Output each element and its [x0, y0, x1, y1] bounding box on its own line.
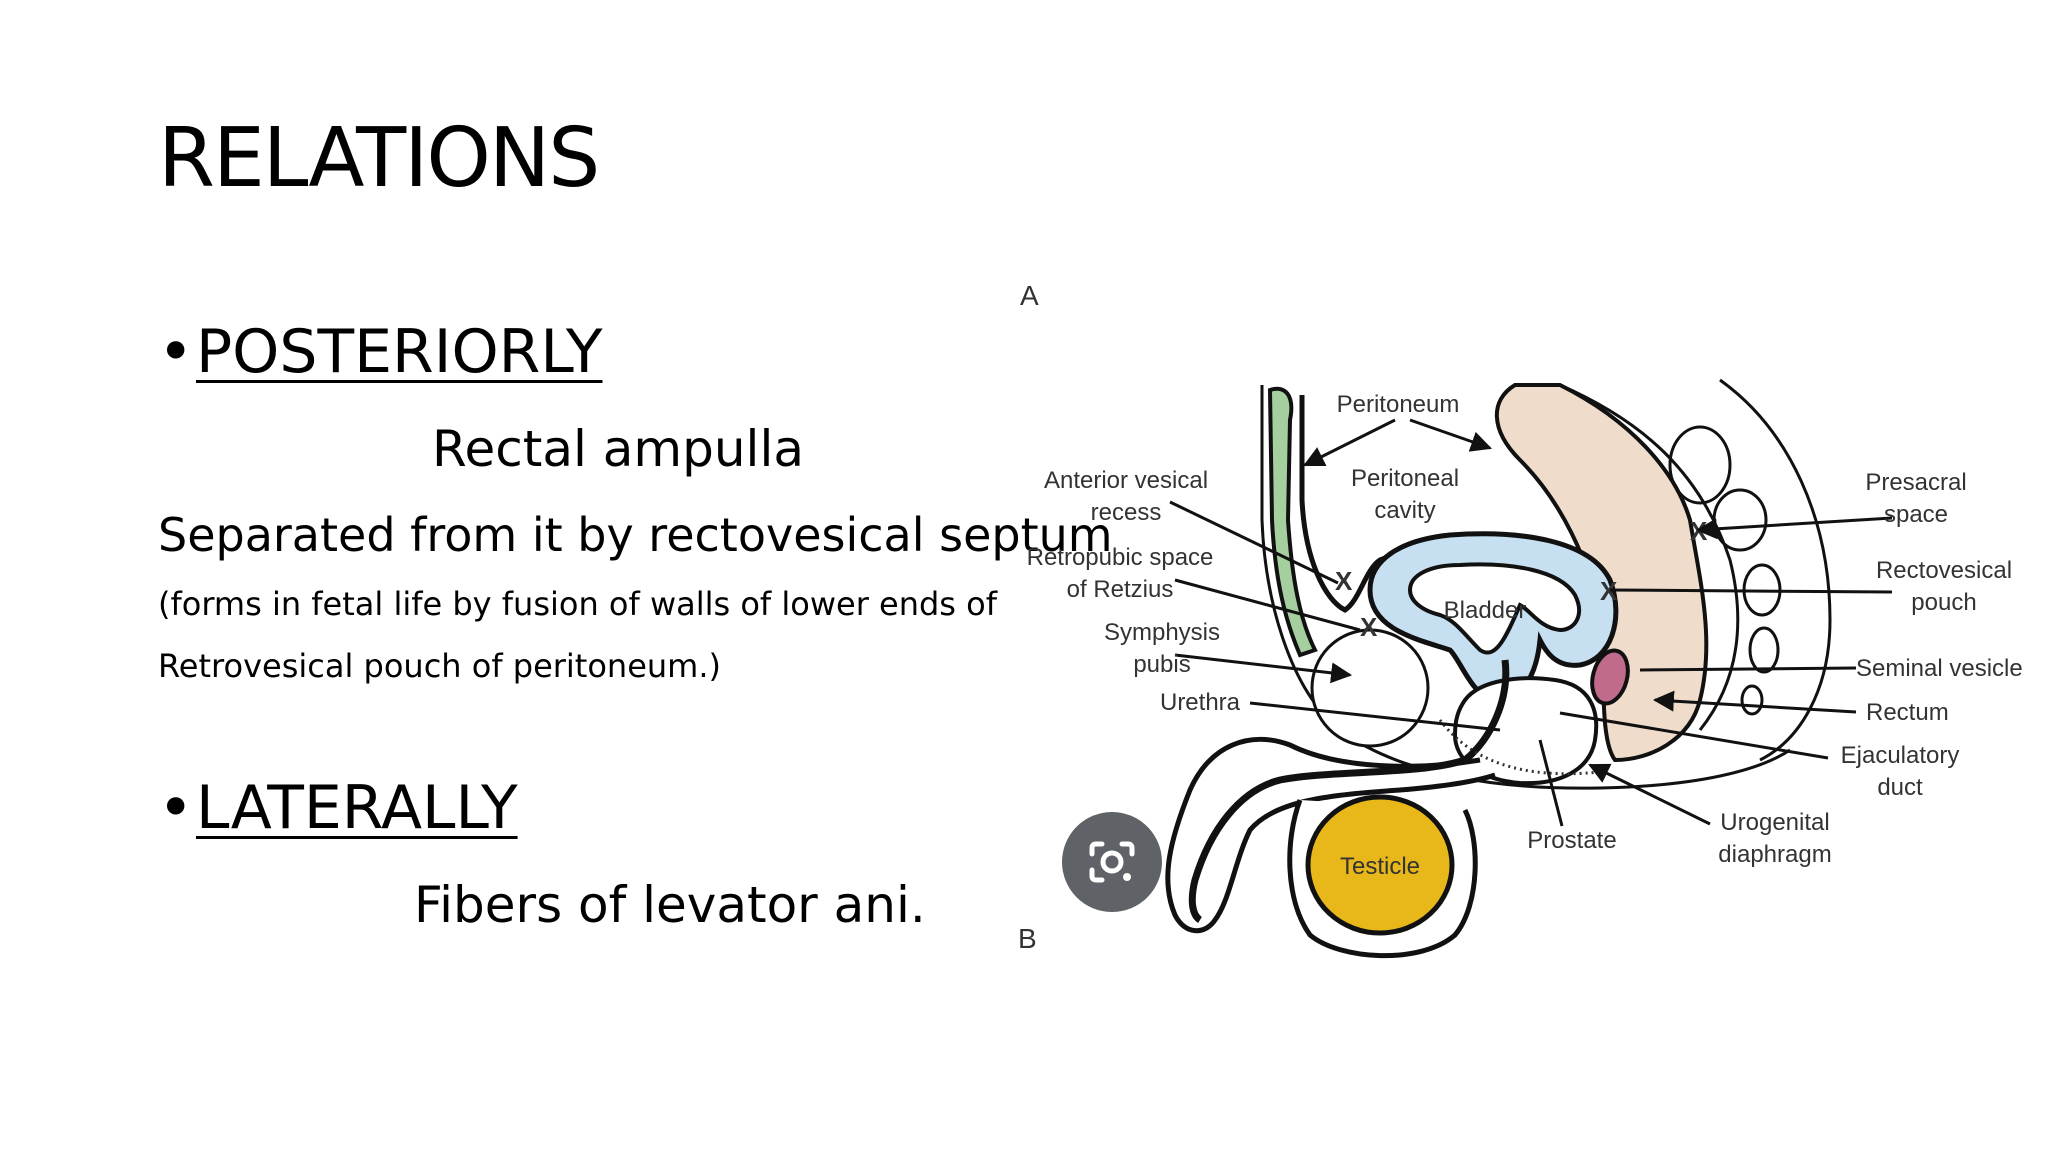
bullet-dot: •: [158, 317, 194, 387]
testicle-shape: [1305, 794, 1455, 936]
bladder-inner: [1407, 562, 1581, 655]
sacrum-outline: [1559, 383, 1740, 731]
slide-title: RELATIONS: [158, 111, 600, 206]
label-testicle: Testicle: [1340, 853, 1420, 880]
penis-outline: [1165, 736, 1496, 934]
label-peritoneal-cavity-2: cavity: [1374, 497, 1435, 524]
label-presacral-1: Presacral: [1865, 469, 1966, 496]
text-separated: Separated from it by rectovesical septum: [158, 508, 1113, 562]
symphysis-pubis-shape: [1310, 628, 1430, 748]
text-fibers-levator-ani: Fibers of levator ani.: [414, 876, 926, 934]
panel-a-label: A: [1020, 280, 1039, 311]
label-urogenital-1: Urogenital: [1720, 809, 1829, 836]
label-rectovesical-2: pouch: [1911, 589, 1976, 616]
peritoneum-green-strip: [1267, 386, 1318, 658]
bullet-posteriorly: •POSTERIORLY: [158, 322, 602, 382]
label-urogenital-2: diaphragm: [1718, 841, 1831, 868]
lens-camera-button[interactable]: [1062, 812, 1162, 912]
label-bladder: Bladder: [1444, 597, 1527, 624]
label-presacral-2: space: [1884, 501, 1948, 528]
panel-b-label: B: [1018, 923, 1037, 954]
label-retropubic-1: Retropubic space: [1027, 544, 1214, 571]
vertebra-1: [1668, 425, 1732, 505]
urethra-line: [1188, 659, 1510, 923]
text-forms-in-fetal-life: (forms in fetal life by fusion of walls …: [158, 585, 997, 623]
seminal-vesicle-shape: [1590, 648, 1630, 706]
vertebra-2: [1712, 488, 1768, 552]
label-prostate: Prostate: [1527, 827, 1616, 854]
heading-posteriorly: POSTERIORLY: [196, 317, 603, 387]
label-peritoneal-cavity-1: Peritoneal: [1351, 465, 1459, 492]
lens-camera-icon: [1089, 841, 1135, 883]
vertebra-4: [1748, 626, 1780, 674]
label-peritoneum: Peritoneum: [1337, 391, 1460, 418]
text-retrovesical-pouch: Retrovesical pouch of peritoneum.): [158, 647, 721, 685]
sacrum-outline-outer: [1719, 378, 1832, 762]
x-mark-rectovesical: X: [1600, 576, 1618, 606]
label-rectovesical-1: Rectovesical: [1876, 557, 2012, 584]
label-anterior-vesical-2: recess: [1091, 499, 1162, 526]
text-rectal-ampulla: Rectal ampulla: [432, 420, 804, 478]
label-retropubic-2: of Retzius: [1067, 576, 1174, 603]
label-urethra: Urethra: [1160, 689, 1241, 716]
label-seminal-vesicle: Seminal vesicle: [1856, 655, 2023, 682]
label-ejaculatory-2: duct: [1877, 774, 1923, 801]
label-anterior-vesical-1: Anterior vesical: [1044, 467, 1208, 494]
vertebra-5: [1740, 684, 1764, 716]
leader-lines: [1169, 418, 1893, 827]
label-symphysis-1: Symphysis: [1104, 619, 1220, 646]
bullet-dot: •: [158, 773, 194, 843]
label-symphysis-2: pubis: [1133, 651, 1190, 678]
x-mark-retropubic: X: [1360, 612, 1378, 642]
pelvis-diagram: A B X X: [1018, 280, 2023, 959]
prostate-shape: [1452, 676, 1599, 786]
label-ejaculatory-1: Ejaculatory: [1841, 742, 1960, 769]
label-rectum: Rectum: [1866, 699, 1949, 726]
bullet-laterally: •LATERALLY: [158, 778, 518, 838]
x-mark-anterior-vesical: X: [1335, 566, 1353, 596]
heading-laterally: LATERALLY: [196, 773, 518, 843]
